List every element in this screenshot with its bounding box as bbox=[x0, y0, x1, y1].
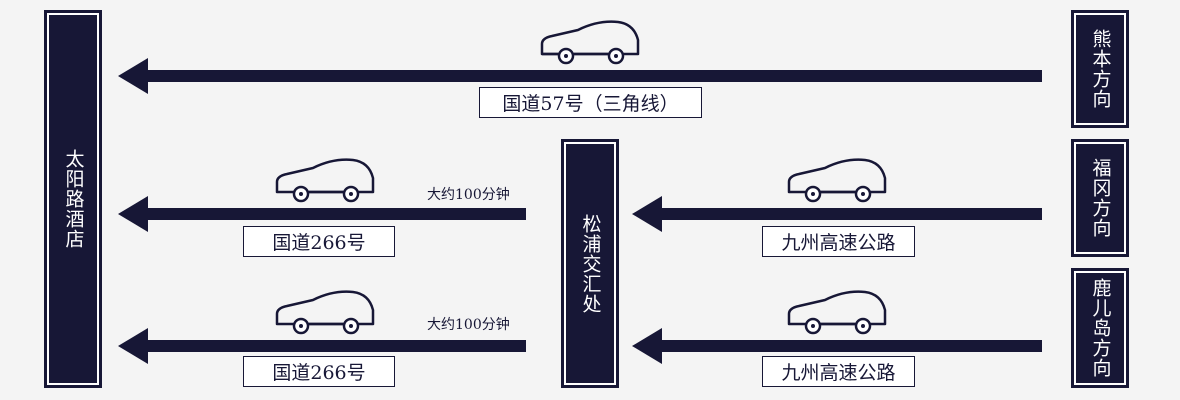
arrow-left-icon bbox=[118, 196, 526, 232]
destination-label: 太阳路酒店 bbox=[62, 149, 85, 249]
route-top-label: 国道57号（三角线） bbox=[479, 87, 702, 118]
junction-label: 松浦交汇处 bbox=[579, 213, 602, 314]
car-icon bbox=[787, 158, 887, 203]
destination-box: 太阳路酒店 bbox=[44, 10, 102, 388]
car-icon bbox=[540, 20, 640, 65]
arrow-left-icon bbox=[632, 196, 1042, 232]
origin-kumamoto-label: 熊本方向 bbox=[1089, 29, 1112, 109]
route-mid-right-label: 九州高速公路 bbox=[762, 226, 915, 257]
arrow-left-icon bbox=[118, 58, 1042, 94]
route-bot-right-label: 九州高速公路 bbox=[762, 356, 915, 387]
origin-kagoshima-box: 鹿儿岛方向 bbox=[1071, 268, 1129, 388]
route-bot-left-time: 大约100分钟 bbox=[427, 317, 510, 333]
car-icon bbox=[275, 158, 375, 203]
route-bot-left-label: 国道266号 bbox=[243, 356, 395, 387]
origin-fukuoka-label: 福冈方向 bbox=[1089, 158, 1112, 238]
route-mid-left-time: 大约100分钟 bbox=[427, 187, 510, 203]
origin-kumamoto-box: 熊本方向 bbox=[1071, 10, 1129, 128]
junction-box: 松浦交汇处 bbox=[561, 139, 619, 388]
car-icon bbox=[275, 290, 375, 335]
origin-fukuoka-box: 福冈方向 bbox=[1071, 139, 1129, 257]
arrow-left-icon bbox=[632, 328, 1042, 364]
arrow-left-icon bbox=[118, 328, 526, 364]
car-icon bbox=[787, 290, 887, 335]
origin-kagoshima-label: 鹿儿岛方向 bbox=[1089, 278, 1112, 378]
route-mid-left-label: 国道266号 bbox=[243, 226, 395, 257]
